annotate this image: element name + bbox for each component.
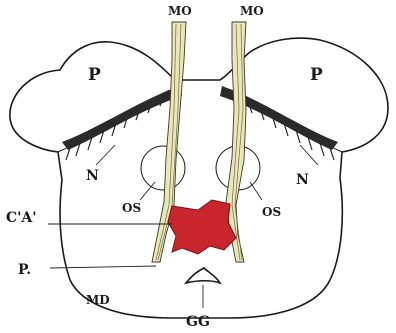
label-mo-right: MO [240,4,264,18]
label-n-left: N [86,168,99,184]
label-os-left: OS [122,201,141,215]
label-mo-left: MO [168,4,192,18]
label-n-right: N [296,172,309,188]
label-p-left: P [88,65,101,85]
label-p-dot: P. [18,262,31,278]
ganglion-mass [168,200,236,254]
label-os-right: OS [262,205,281,219]
label-p-right: P [310,65,323,85]
label-ca: C'A' [6,210,37,226]
label-md: MD [86,293,110,307]
label-gg: GG [186,314,210,330]
